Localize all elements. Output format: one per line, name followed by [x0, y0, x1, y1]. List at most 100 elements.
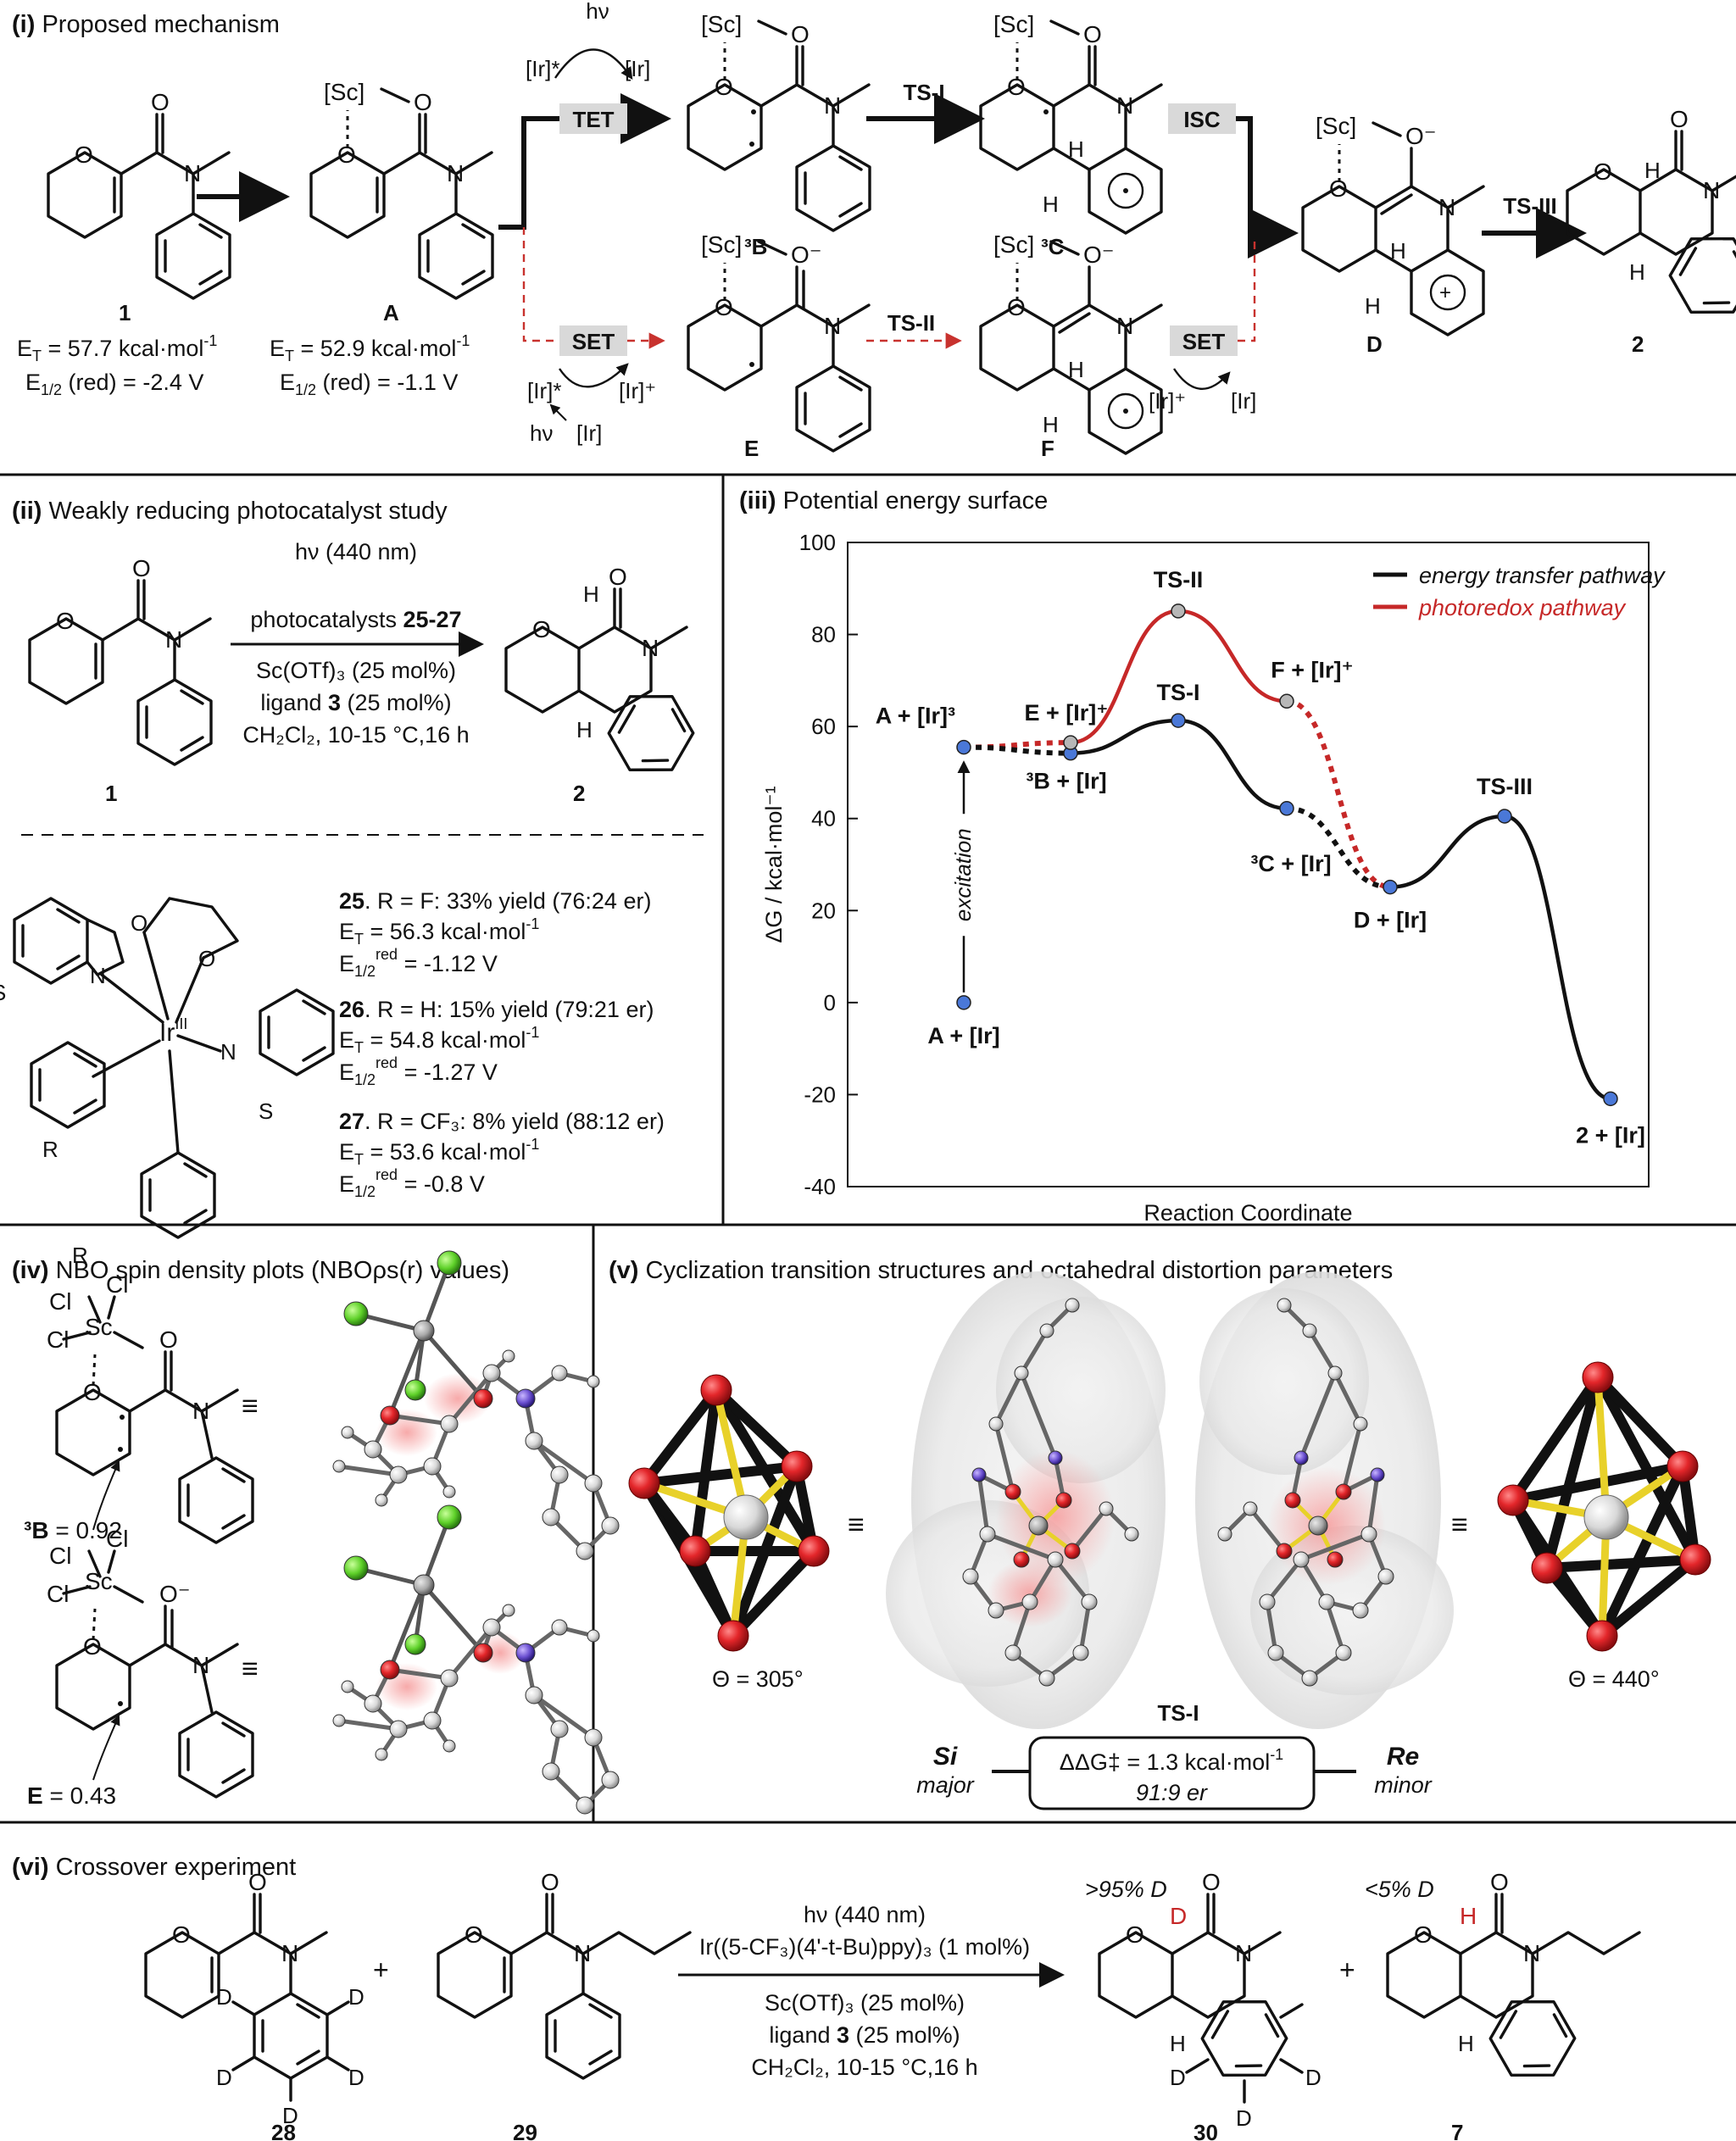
- label-3B: ³B: [744, 234, 767, 259]
- svg-text:Si: Si: [933, 1743, 958, 1771]
- svg-text:O: O: [1007, 74, 1026, 100]
- y-tick-label: 60: [811, 714, 836, 739]
- svg-text:O: O: [56, 608, 75, 634]
- node-photoredox: [1063, 735, 1078, 750]
- energy-transfer-curve-segment: [963, 744, 1071, 756]
- svg-text:E1/2red = -1.12 V: E1/2red = -1.12 V: [339, 946, 498, 980]
- y-axis-label: ΔG / kcal·mol⁻¹: [761, 786, 787, 943]
- y-tick-label: -40: [804, 1174, 836, 1199]
- tet-box: [559, 103, 627, 134]
- et-1: ET = 57.7 kcal·mol-1: [17, 332, 217, 364]
- svg-text:ET = 53.6 kcal·mol-1: ET = 53.6 kcal·mol-1: [339, 1136, 539, 1168]
- svg-text:TS-II: TS-II: [887, 310, 935, 336]
- svg-text:Ir((5-CF₃)(4'-t-Bu)ppy)₃ (1 mo: Ir((5-CF₃)(4'-t-Bu)ppy)₃ (1 mol%): [699, 1934, 1030, 1960]
- svg-text:hν (440 nm): hν (440 nm): [804, 1902, 926, 1927]
- svg-text:O: O: [609, 564, 627, 590]
- ts-si-structure: [886, 1271, 1166, 1729]
- svg-text:major: major: [916, 1772, 975, 1798]
- iv-3B-value: ³B = 0.92: [24, 1517, 122, 1543]
- svg-text:D: D: [216, 2065, 232, 2090]
- svg-text:N: N: [574, 1940, 591, 1966]
- isc-box: [1168, 103, 1236, 134]
- svg-text:D: D: [1170, 1903, 1187, 1929]
- tet-cycle-arc: [554, 48, 633, 80]
- set-cycle-arc-1: [559, 363, 629, 388]
- x-axis-label: Reaction Coordinate: [1143, 1200, 1352, 1226]
- svg-text:Θ = 305°: Θ = 305°: [712, 1666, 804, 1692]
- svg-text:CH₂Cl₂, 10-15 °C,16 h: CH₂Cl₂, 10-15 °C,16 h: [242, 722, 469, 748]
- panel-ii: (ii) Weakly reducing photocatalyst study…: [0, 498, 705, 1268]
- svg-text:O: O: [75, 142, 93, 168]
- svg-text:H: H: [1170, 2031, 1186, 2056]
- svg-text:CH₂Cl₂, 10-15 °C,16 h: CH₂Cl₂, 10-15 °C,16 h: [751, 2055, 977, 2080]
- svg-text:O: O: [1670, 106, 1689, 132]
- legend-black: energy transfer pathway: [1419, 563, 1666, 588]
- svg-text:R: R: [72, 1243, 88, 1268]
- svg-text:H: H: [1068, 136, 1084, 162]
- ir-center: IrIII: [159, 1015, 187, 1047]
- cond-4: ligand 3 (25 mol%): [260, 690, 451, 715]
- point-label: D + [Ir]: [1354, 908, 1427, 933]
- svg-text:N: N: [165, 626, 182, 653]
- svg-text:H: H: [1043, 412, 1059, 437]
- panel-ii-title: (ii) Weakly reducing photocatalyst study: [12, 498, 448, 525]
- photoredox-curve-segment: [1177, 609, 1288, 703]
- svg-text:+: +: [1339, 1955, 1355, 1985]
- svg-text:H: H: [1365, 293, 1381, 319]
- svg-text:O: O: [1490, 1869, 1509, 1895]
- point-label: 2 + [Ir]: [1576, 1122, 1645, 1148]
- vi-cond-4: ligand 3 (25 mol%): [769, 2022, 960, 2048]
- svg-text:N: N: [1235, 1940, 1252, 1966]
- svg-text:H: H: [1629, 259, 1645, 285]
- point-label: TS-III: [1477, 774, 1533, 799]
- compound-A: O O N [Sc]: [309, 79, 494, 300]
- svg-text:[Ir]: [Ir]: [1231, 388, 1256, 414]
- label-F: F: [1041, 436, 1054, 461]
- svg-text:N: N: [220, 1039, 236, 1065]
- compound-1: O O N: [47, 89, 231, 300]
- panel-i: (i) Proposed mechanism O O N 1 ET = 57.7…: [12, 0, 1736, 461]
- svg-text:[Ir]: [Ir]: [625, 56, 650, 81]
- y-tick-label: 20: [811, 898, 836, 923]
- svg-text:O: O: [1594, 158, 1612, 185]
- ddg-text: ΔΔG‡ = 1.3 kcal·mol-1: [1060, 1746, 1283, 1775]
- label-ii-1: 1: [105, 781, 117, 806]
- svg-text:91:9 er: 91:9 er: [1136, 1780, 1208, 1805]
- energy-transfer-curve-segment: [1177, 718, 1288, 811]
- node-A-ground: [956, 995, 971, 1010]
- panel-vi-title: (vi) Crossover experiment: [12, 1854, 296, 1881]
- y-tick-label: -20: [804, 1082, 836, 1107]
- svg-text:O: O: [1329, 175, 1348, 202]
- svg-text:TET: TET: [572, 107, 614, 132]
- svg-text:Sc: Sc: [85, 1314, 113, 1340]
- svg-text:N: N: [90, 963, 106, 988]
- substrate-28: O O N D D D D D: [144, 1869, 364, 2128]
- svg-text:Cl: Cl: [49, 1288, 71, 1315]
- svg-text:Sc: Sc: [85, 1568, 113, 1594]
- svg-text:[Ir]: [Ir]: [576, 420, 602, 446]
- svg-text:N: N: [824, 313, 841, 339]
- svg-text:hν: hν: [530, 420, 553, 446]
- svg-text:O⁻: O⁻: [1405, 123, 1437, 149]
- node-energy-transfer: [1603, 1091, 1618, 1107]
- svg-text:[Ir]*: [Ir]*: [526, 56, 559, 81]
- panel-iv-title: (iv) NBO spin density plots (NBOρs(r) va…: [12, 1257, 509, 1284]
- svg-text:O: O: [532, 616, 551, 642]
- set-branch: [522, 227, 665, 349]
- product-7: O O N H H: [1386, 1869, 1641, 2095]
- structure-iv-3B: O O N Sc Cl Cl Cl: [47, 1271, 254, 1544]
- cat-27: 27. R = CF₃: 8% yield (88:12 er): [339, 1109, 665, 1134]
- svg-text:+: +: [1439, 281, 1451, 304]
- intermediate-E: O O⁻ N [Sc]: [687, 231, 871, 453]
- svg-text:N: N: [192, 1398, 209, 1424]
- svg-text:O⁻: O⁻: [159, 1581, 191, 1607]
- label-ii-2: 2: [573, 781, 585, 806]
- structure-iv-E: O O⁻ N Sc Cl Cl Cl: [47, 1526, 254, 1799]
- svg-text:[Sc]: [Sc]: [993, 231, 1034, 258]
- product-2: O O N H H: [1566, 106, 1736, 332]
- svg-text:N: N: [184, 160, 201, 186]
- svg-text:N: N: [642, 635, 659, 661]
- svg-text:O: O: [159, 1326, 178, 1353]
- svg-text:ISC: ISC: [1183, 107, 1221, 132]
